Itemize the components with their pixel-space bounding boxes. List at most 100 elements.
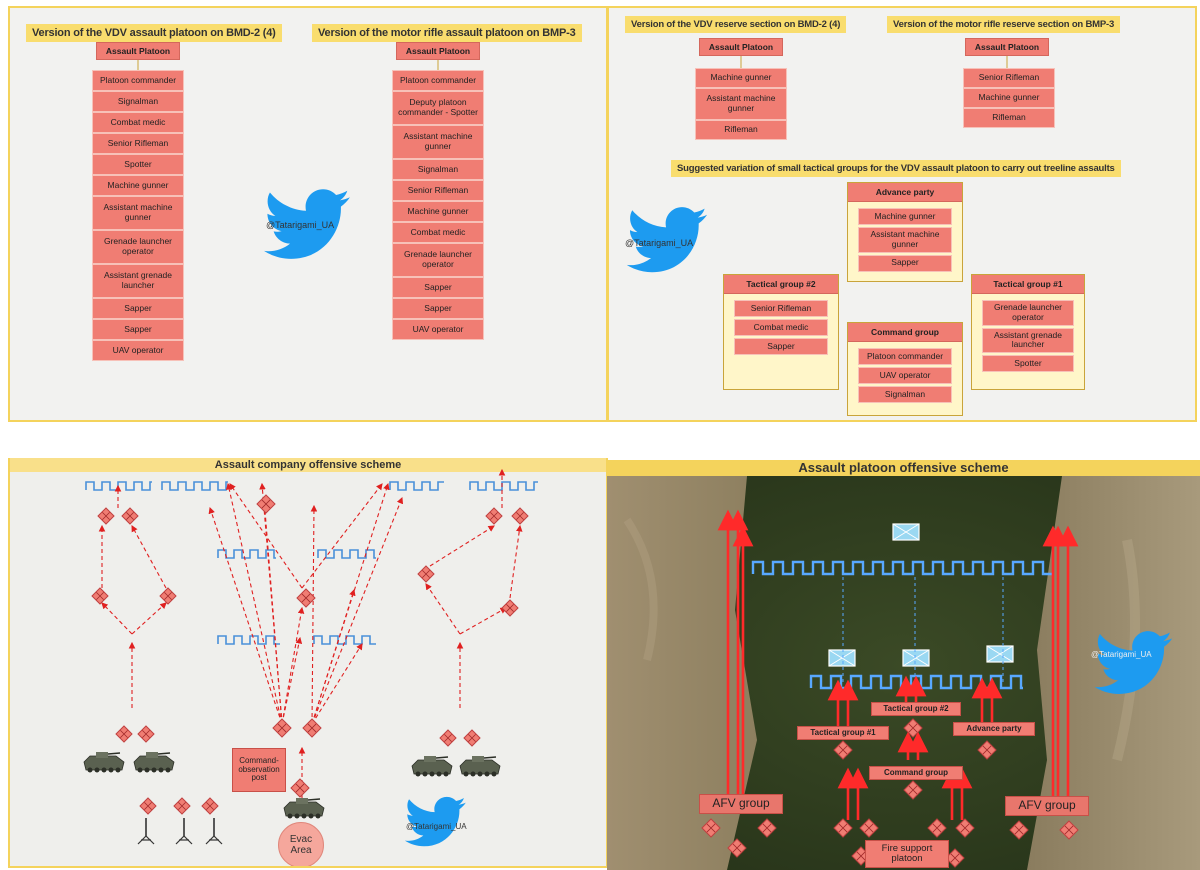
role-box: Platoon commander bbox=[858, 348, 952, 365]
afv-vehicle-icon bbox=[133, 752, 175, 773]
role-box: Grenade launcher operator bbox=[392, 243, 484, 277]
attack-arrow bbox=[459, 607, 507, 635]
role-box: Senior Rifleman bbox=[963, 68, 1055, 88]
unit-diamond-icon bbox=[833, 818, 853, 838]
platoon-scheme-title: Assault platoon offensive scheme bbox=[607, 460, 1200, 476]
role-box: Spotter bbox=[92, 154, 184, 175]
twitter-handle: @Tatarigami_UA bbox=[625, 238, 694, 248]
unit-diamond-icon bbox=[290, 778, 310, 798]
role-box: Combat medic bbox=[392, 222, 484, 243]
vdv-reserve-title: Version of the VDV reserve section on BM… bbox=[625, 16, 847, 33]
vdv-platoon-title: Version of the VDV assault platoon on BM… bbox=[26, 24, 282, 42]
unit-diamond-icon bbox=[927, 818, 947, 838]
objective-marker-icon bbox=[892, 523, 920, 541]
role-box: Signalman bbox=[92, 91, 184, 112]
unit-diamond-icon bbox=[417, 565, 435, 583]
role-box: Senior Rifleman bbox=[734, 300, 828, 317]
mortar-icon bbox=[175, 818, 193, 845]
attack-arrow bbox=[131, 602, 167, 635]
attack-arrow bbox=[311, 643, 363, 725]
role-box: Senior Rifleman bbox=[92, 133, 184, 154]
unit-diamond-icon bbox=[137, 725, 155, 743]
platoon-scheme-map bbox=[607, 460, 1200, 870]
unit-diamond-icon bbox=[859, 818, 879, 838]
reserve-connector-lines bbox=[740, 56, 1008, 68]
unit-diamond-icon bbox=[272, 718, 292, 738]
tactical-group-2-label: Tactical group #2 bbox=[871, 702, 961, 716]
twitter-handle: @Tatarigami_UA bbox=[406, 822, 467, 831]
attack-arrow bbox=[509, 524, 523, 599]
role-box: Sapper bbox=[858, 254, 952, 272]
role-box: Signalman bbox=[392, 159, 484, 180]
unit-diamond-icon bbox=[159, 587, 177, 605]
trench-line bbox=[469, 481, 538, 491]
role-box: Rifleman bbox=[963, 108, 1055, 128]
attack-arrow bbox=[101, 602, 133, 635]
command-group-label: Command group bbox=[869, 766, 963, 780]
role-box: Deputy platoon commander - Spotter bbox=[392, 91, 484, 125]
afv-vehicle-icon bbox=[283, 798, 325, 819]
role-box: Assistant machine gunner bbox=[695, 88, 787, 120]
role-box: UAV operator bbox=[92, 340, 184, 361]
unit-diamond-icon bbox=[97, 507, 115, 525]
unit-diamond-icon bbox=[955, 818, 975, 838]
unit-diamond-icon bbox=[173, 797, 191, 815]
role-box: Assistant grenade launcher bbox=[92, 264, 184, 298]
trench-line bbox=[389, 481, 444, 491]
twitter-bird-icon bbox=[404, 796, 466, 847]
role-box: Rifleman bbox=[695, 120, 787, 140]
role-box: Machine gunner bbox=[858, 208, 952, 225]
unit-diamond-icon bbox=[256, 494, 276, 514]
role-box: Machine gunner bbox=[695, 68, 787, 88]
vdv-mr-platoon-panel: Version of the VDV assault platoon on BM… bbox=[8, 6, 608, 422]
attack-arrow bbox=[229, 483, 303, 589]
mr-reserve-title: Version of the motor rifle reserve secti… bbox=[887, 16, 1121, 33]
trench-line bbox=[317, 549, 376, 559]
unit-diamond-icon bbox=[757, 818, 777, 838]
unit-diamond-icon bbox=[485, 507, 503, 525]
unit-diamond-icon bbox=[977, 740, 997, 760]
unit-diamond-icon bbox=[701, 818, 721, 838]
unit-diamond-icon bbox=[903, 780, 923, 800]
trench-line bbox=[217, 635, 280, 645]
attack-arrow bbox=[261, 496, 283, 725]
unit-diamond-icon bbox=[903, 718, 923, 738]
unit-diamond-icon bbox=[1059, 820, 1079, 840]
trench-line bbox=[751, 560, 1053, 576]
suggested-groups-title: Suggested variation of small tactical gr… bbox=[671, 160, 1121, 177]
mr-reserve-header: Assault Platoon bbox=[965, 38, 1049, 56]
mortar-icon bbox=[205, 818, 223, 845]
role-box: Combat medic bbox=[734, 319, 828, 336]
unit-diamond-icon bbox=[833, 740, 853, 760]
role-box: Assistant machine gunner bbox=[92, 196, 184, 230]
role-box: Sapper bbox=[392, 277, 484, 298]
role-box: Sapper bbox=[92, 298, 184, 319]
role-box: Grenade launcher operator bbox=[92, 230, 184, 264]
role-box: Sapper bbox=[392, 298, 484, 319]
mortar-icon bbox=[137, 818, 155, 845]
unit-diamond-icon bbox=[302, 718, 322, 738]
twitter-handle: @Tatarigami_UA bbox=[1091, 650, 1152, 659]
unit-diamond-icon bbox=[945, 848, 965, 868]
afv-group-right-label: AFV group bbox=[1005, 796, 1089, 816]
reserve-and-tactical-groups-panel: Version of the VDV reserve section on BM… bbox=[607, 6, 1197, 422]
unit-diamond-icon bbox=[115, 725, 133, 743]
tactical-group-1: Tactical group #1 Grenade launcher opera… bbox=[971, 274, 1085, 390]
tactical-group-2-title: Tactical group #2 bbox=[724, 275, 838, 294]
unit-diamond-icon bbox=[296, 588, 316, 608]
attack-arrow bbox=[208, 506, 283, 725]
unit-diamond-icon bbox=[511, 507, 529, 525]
company-scheme-diagram bbox=[83, 468, 538, 847]
attack-arrow bbox=[301, 483, 383, 589]
twitter-bird-icon bbox=[626, 207, 708, 273]
role-box: UAV operator bbox=[858, 367, 952, 384]
platoon-offensive-scheme-panel: Assault platoon offensive scheme Tactica… bbox=[607, 460, 1200, 870]
afv-vehicle-icon bbox=[459, 756, 501, 777]
tactical-group-1-label: Tactical group #1 bbox=[797, 726, 889, 740]
